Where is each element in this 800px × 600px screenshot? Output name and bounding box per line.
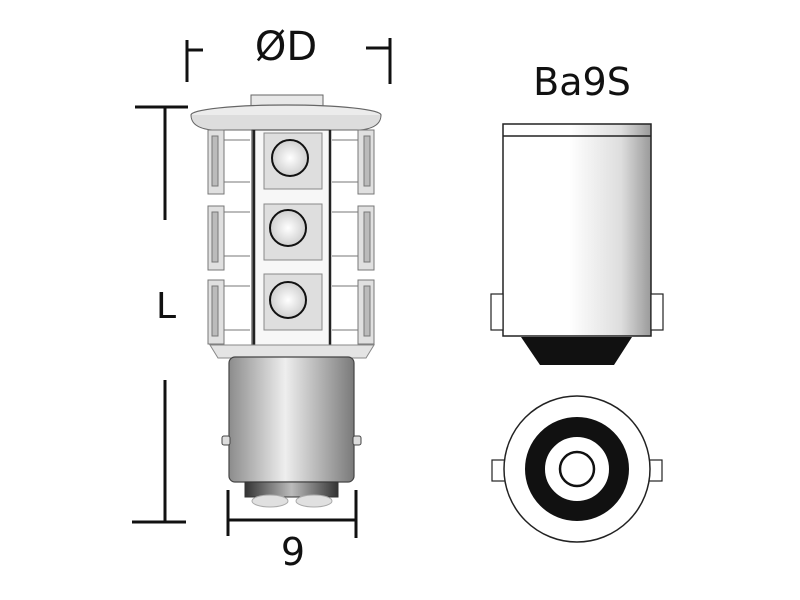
base-width-label: 9 [281, 530, 305, 574]
length-dimension: L [132, 105, 188, 524]
diameter-label: ØD [255, 24, 317, 70]
ba9s-base-bottom-view [491, 395, 663, 543]
led-front-1 [263, 132, 323, 190]
led-front-3 [263, 273, 323, 331]
base-type-title: Ba9S [533, 60, 631, 104]
led-bulb-side-view [190, 94, 382, 508]
base-width-dimension: 9 [226, 490, 358, 574]
length-label: L [156, 286, 176, 327]
led-side-modules-left [207, 129, 250, 345]
bulb-base [221, 356, 362, 508]
diameter-dimension: ØD [185, 24, 392, 84]
led-side-modules-right [332, 129, 375, 345]
contact-tip [521, 337, 632, 365]
led-front-2 [263, 203, 323, 261]
ba9s-base-side-view [490, 123, 664, 365]
